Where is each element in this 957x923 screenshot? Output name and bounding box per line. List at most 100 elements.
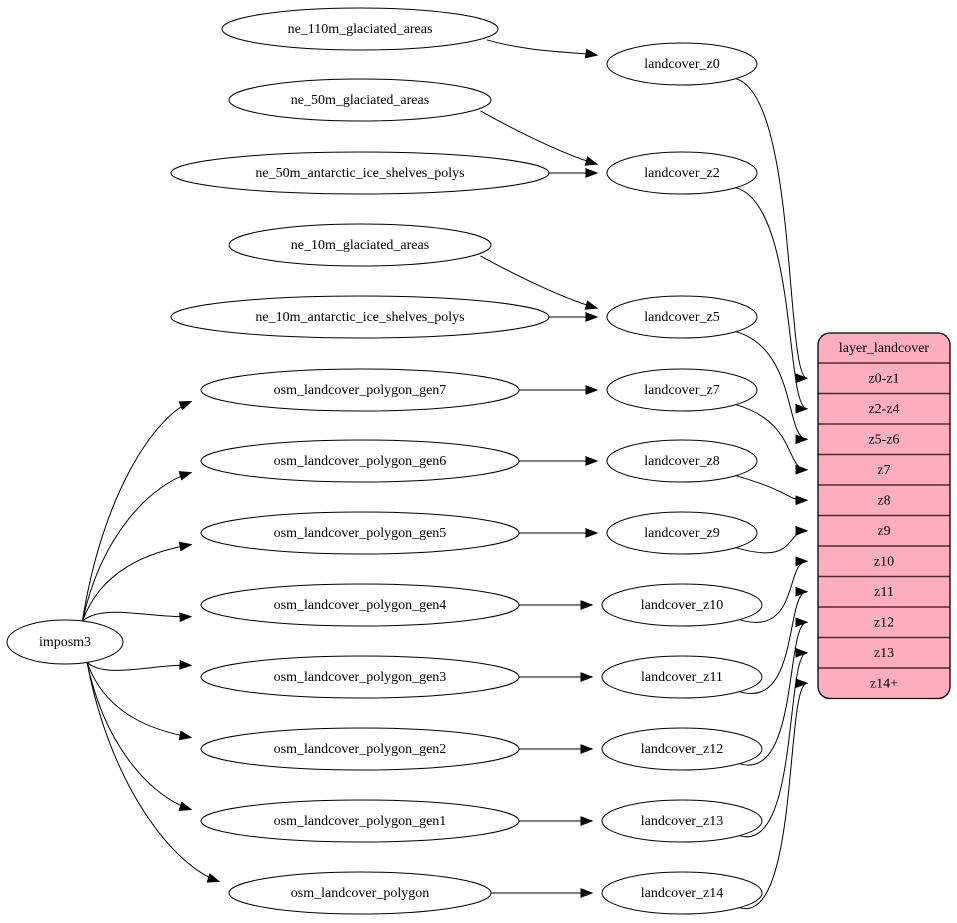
node-landcover_z12[interactable]: landcover_z12 bbox=[601, 727, 763, 771]
table-row-label: z0-z1 bbox=[868, 371, 899, 386]
nodes-layer: imposm3 ne_110m_glaciated_areas ne_50m_gla… bbox=[6, 7, 763, 915]
node-landcover_z13[interactable]: landcover_z13 bbox=[601, 799, 763, 843]
node-osm_landcover_polygon_gen1[interactable]: osm_landcover_polygon_gen1 bbox=[200, 799, 520, 843]
node-ne_50m_antarctic_ice_shelves_polys[interactable]: ne_50m_antarctic_ice_shelves_polys bbox=[170, 151, 550, 195]
edge-source-to-layer bbox=[486, 39, 598, 56]
edge-arrowhead bbox=[585, 312, 599, 322]
edge-to-table-row bbox=[739, 682, 808, 909]
node-osm_landcover_polygon[interactable]: osm_landcover_polygon bbox=[228, 871, 492, 915]
node-landcover_z9[interactable]: landcover_z9 bbox=[606, 511, 758, 555]
edge-arrowhead bbox=[795, 495, 809, 506]
node-osm_landcover_polygon_gen2[interactable]: osm_landcover_polygon_gen2 bbox=[200, 727, 520, 771]
layer-node-ellipse bbox=[601, 655, 763, 699]
input-node-ellipse bbox=[200, 727, 520, 771]
edge-to-table-row bbox=[735, 187, 808, 410]
table-row[interactable] bbox=[818, 515, 950, 547]
node-osm_landcover_polygon_gen5[interactable]: osm_landcover_polygon_gen5 bbox=[200, 511, 520, 555]
edge-arrowhead bbox=[585, 168, 599, 178]
edge-arrowhead bbox=[584, 156, 599, 166]
node-label: osm_landcover_polygon_gen6 bbox=[274, 454, 447, 469]
edge-arrowhead bbox=[580, 816, 594, 826]
layer-node-ellipse bbox=[601, 727, 763, 771]
table-row-label: z2-z4 bbox=[868, 402, 899, 417]
edge-arrowhead bbox=[580, 600, 594, 610]
table-header-label: layer_landcover bbox=[839, 341, 930, 356]
edge-to-table-row bbox=[739, 591, 808, 695]
edge-to-table-row bbox=[739, 652, 808, 838]
node-label: landcover_z2 bbox=[644, 166, 719, 181]
table-row-label: z9 bbox=[877, 524, 890, 539]
edge-arrowhead bbox=[178, 471, 193, 481]
node-label: ne_50m_antarctic_ice_shelves_polys bbox=[255, 166, 464, 181]
table-row[interactable] bbox=[818, 393, 950, 425]
table-row[interactable] bbox=[818, 485, 950, 516]
input-node-ellipse bbox=[170, 151, 550, 195]
node-label: landcover_z0 bbox=[644, 57, 719, 72]
table-row[interactable] bbox=[818, 637, 950, 669]
node-label: landcover_z14 bbox=[641, 886, 723, 901]
table-row-label: z11 bbox=[874, 585, 894, 600]
table-row[interactable] bbox=[818, 424, 950, 455]
table-row[interactable] bbox=[818, 363, 950, 394]
input-node-ellipse bbox=[200, 439, 520, 483]
table-row-label: z14+ bbox=[870, 676, 898, 691]
node-label: ne_10m_antarctic_ice_shelves_polys bbox=[255, 310, 464, 325]
node-label: osm_landcover_polygon_gen3 bbox=[274, 670, 447, 685]
node-label: ne_110m_glaciated_areas bbox=[288, 22, 433, 37]
node-landcover_z8[interactable]: landcover_z8 bbox=[606, 439, 758, 483]
node-osm_landcover_polygon_gen6[interactable]: osm_landcover_polygon_gen6 bbox=[200, 439, 520, 483]
edge-arrowhead bbox=[795, 373, 809, 384]
input-node-ellipse bbox=[170, 295, 550, 339]
node-osm_landcover_polygon_gen3[interactable]: osm_landcover_polygon_gen3 bbox=[200, 655, 520, 699]
node-label: osm_landcover_polygon_gen1 bbox=[274, 814, 447, 829]
edge-to-table-row bbox=[739, 621, 808, 766]
edge-to-table-row bbox=[735, 78, 808, 379]
table-row-label: z12 bbox=[874, 615, 894, 630]
input-node-ellipse bbox=[200, 655, 520, 699]
edge-arrowhead bbox=[178, 730, 193, 741]
node-landcover_z7[interactable]: landcover_z7 bbox=[606, 368, 758, 412]
table-row-label: z13 bbox=[874, 646, 894, 661]
table-row[interactable] bbox=[818, 546, 950, 577]
node-landcover_z5[interactable]: landcover_z5 bbox=[606, 295, 758, 339]
node-osm_landcover_polygon_gen4[interactable]: osm_landcover_polygon_gen4 bbox=[200, 583, 520, 627]
table-row-label: z5-z6 bbox=[868, 432, 899, 447]
edge-arrowhead bbox=[795, 434, 809, 445]
node-ne_10m_antarctic_ice_shelves_polys[interactable]: ne_10m_antarctic_ice_shelves_polys bbox=[170, 295, 550, 339]
edge-arrowhead bbox=[795, 464, 809, 475]
edge-imposm3-to-table bbox=[81, 544, 192, 622]
edge-arrowhead bbox=[580, 744, 594, 754]
table-row[interactable] bbox=[818, 668, 950, 699]
edge-imposm3-to-table bbox=[86, 661, 192, 671]
edge-arrowhead bbox=[178, 401, 193, 411]
node-landcover_z11[interactable]: landcover_z11 bbox=[601, 655, 763, 699]
node-landcover_z2[interactable]: landcover_z2 bbox=[606, 151, 758, 195]
edge-imposm3-to-table bbox=[86, 662, 192, 738]
source-node-ellipse bbox=[6, 619, 124, 665]
node-osm_landcover_polygon_gen7[interactable]: osm_landcover_polygon_gen7 bbox=[200, 368, 520, 412]
node-ne_110m_glaciated_areas[interactable]: ne_110m_glaciated_areas bbox=[221, 7, 499, 51]
node-landcover_z0[interactable]: landcover_z0 bbox=[606, 42, 758, 86]
node-landcover_z14[interactable]: landcover_z14 bbox=[601, 871, 763, 915]
node-ne_50m_glaciated_areas[interactable]: ne_50m_glaciated_areas bbox=[228, 78, 492, 122]
table-row[interactable] bbox=[818, 576, 950, 608]
node-label: landcover_z12 bbox=[641, 742, 723, 757]
layer-node-ellipse bbox=[601, 799, 763, 843]
layer-node-ellipse bbox=[606, 42, 758, 86]
edge-arrowhead bbox=[585, 385, 599, 395]
node-label: osm_landcover_polygon_gen4 bbox=[274, 598, 447, 613]
edge-source-to-layer bbox=[480, 110, 598, 165]
table-row[interactable] bbox=[818, 454, 950, 486]
edge-arrowhead bbox=[795, 678, 809, 689]
node-label: imposm3 bbox=[39, 635, 91, 650]
edge-arrowhead bbox=[580, 672, 594, 682]
node-imposm3[interactable]: imposm3 bbox=[6, 619, 124, 665]
table-row[interactable] bbox=[818, 607, 950, 638]
node-ne_10m_glaciated_areas[interactable]: ne_10m_glaciated_areas bbox=[228, 223, 492, 267]
layer-node-ellipse bbox=[601, 583, 763, 627]
node-landcover_z10[interactable]: landcover_z10 bbox=[601, 583, 763, 627]
input-node-ellipse bbox=[200, 511, 520, 555]
edge-arrowhead bbox=[795, 556, 809, 567]
layer-landcover-table[interactable]: layer_landcoverz0-z1z2-z4z5-z6z7z8z9z10z… bbox=[817, 332, 951, 700]
